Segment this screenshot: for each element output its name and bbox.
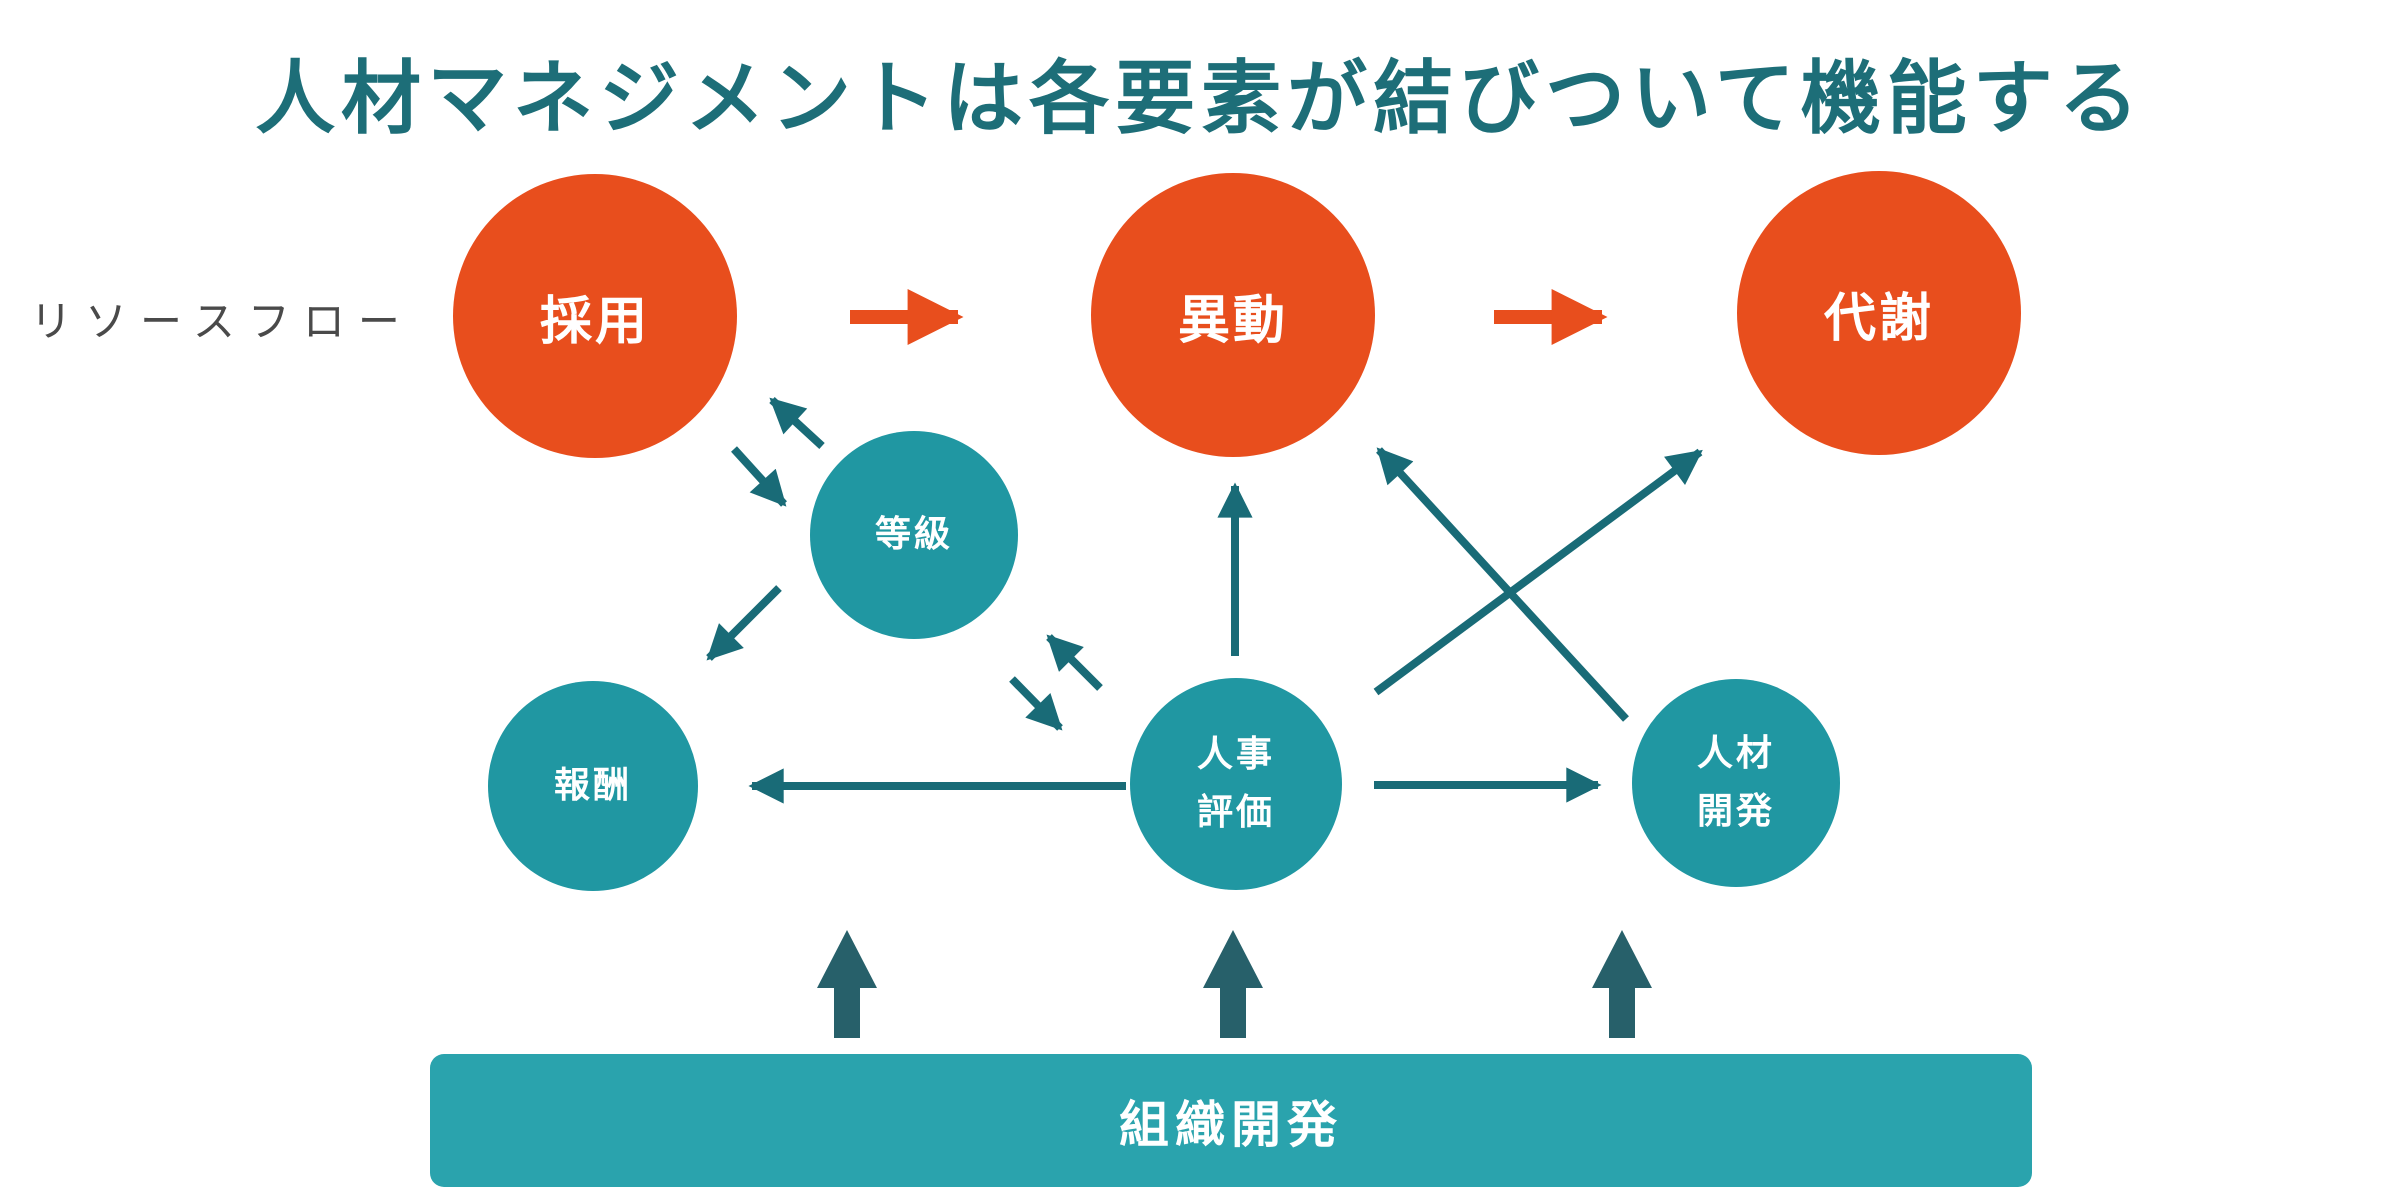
arrow-grade-to-recruitment [769, 397, 825, 449]
arrow-development-to-transfer [1376, 447, 1629, 722]
node-grade-circle: 等級 [810, 431, 1018, 639]
resource-flow-label: リソースフロー [30, 297, 413, 346]
node-turnover-circle: 代謝 [1737, 171, 2021, 455]
arrow-grade-to-evaluation [1009, 676, 1063, 731]
arrow-orgdev-up-left [817, 930, 877, 1038]
arrow-grade-to-compensation [706, 585, 782, 661]
node-hr-evaluation-label-line1: 人事 [1196, 733, 1275, 775]
node-hr-development-label-line2: 開発 [1696, 791, 1775, 832]
arrow-recruitment-to-grade [731, 446, 787, 507]
node-grade-label: 等級 [874, 513, 953, 555]
node-recruitment-circle: 採用 [453, 174, 737, 458]
arrow-orgdev-up-right [1592, 930, 1652, 1038]
node-hr-development-label-line1: 人材 [1696, 732, 1775, 774]
node-transfer-circle: 異動 [1091, 173, 1375, 457]
node-hr-evaluation-circle: 人事 評価 [1130, 678, 1342, 890]
organization-development-label: 組織開発 [1119, 1095, 1343, 1154]
node-hr-evaluation-label-line2: 評価 [1196, 792, 1275, 833]
arrow-evaluation-to-grade [1046, 634, 1103, 691]
node-recruitment-label: 採用 [539, 291, 650, 352]
node-compensation-circle: 報酬 [488, 681, 698, 891]
arrow-orgdev-up-center [1203, 930, 1263, 1038]
page-title: 人材マネジメントは各要素が結びついて機能する [255, 52, 2145, 145]
arrow-evaluation-to-turnover [1373, 448, 1703, 696]
organization-development-bar: 組織開発 [430, 1054, 2032, 1187]
node-turnover-label: 代謝 [1823, 288, 1934, 349]
node-compensation-label: 報酬 [553, 764, 632, 806]
node-transfer-label: 異動 [1177, 290, 1288, 351]
node-hr-development-circle: 人材 開発 [1632, 679, 1840, 887]
